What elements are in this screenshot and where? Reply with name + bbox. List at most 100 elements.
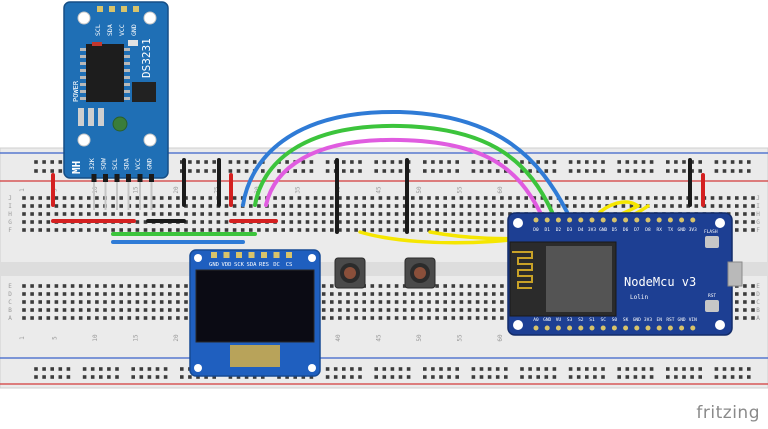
rail-hole [447, 160, 451, 164]
breadboard-hole [735, 300, 739, 304]
rail-hole [50, 169, 54, 173]
row-letter: F [8, 227, 12, 234]
breadboard-hole [159, 228, 164, 232]
breadboard-hole [111, 308, 115, 312]
chip-label: DS3231 [140, 38, 153, 78]
breadboard-hole [411, 300, 415, 304]
breadboard-hole [103, 292, 107, 296]
breadboard-hole [475, 228, 480, 232]
breadboard-hole [378, 300, 383, 304]
nodemcu-pin [555, 217, 561, 223]
breadboard-hole [184, 212, 188, 216]
rail-hole [431, 375, 435, 379]
breadboard-hole [151, 292, 156, 296]
push-button-2[interactable] [404, 257, 436, 289]
breadboard-hole [743, 316, 747, 320]
rail-hole [625, 367, 630, 371]
rail-hole [641, 375, 646, 379]
nodemcu-pin [567, 325, 573, 331]
breadboard-hole [427, 212, 431, 216]
breadboard-hole [78, 284, 83, 288]
nodemcu-pin [589, 325, 595, 331]
rail-hole [374, 367, 378, 371]
rail-hole [674, 169, 678, 173]
breadboard-hole [281, 204, 285, 208]
breadboard-hole [321, 300, 326, 304]
rail-hole [131, 375, 135, 379]
rail-hole [82, 375, 87, 379]
rail-hole [180, 160, 184, 164]
rail-hole [747, 169, 751, 173]
breadboard-hole [378, 212, 383, 216]
breadboard-hole [30, 316, 34, 320]
breadboard-hole [411, 196, 415, 200]
breadboard-hole [176, 196, 180, 200]
breadboard-hole [103, 316, 107, 320]
breadboard-hole [686, 204, 690, 208]
rail-hole [455, 375, 459, 379]
rail-hole [576, 169, 581, 173]
breadboard-hole [159, 300, 164, 304]
breadboard-hole [459, 284, 464, 288]
breadboard-hole [95, 300, 99, 304]
breadboard-hole [459, 300, 464, 304]
nodemcu-top-pin-label: D0 [533, 227, 539, 233]
breadboard-hole [78, 196, 83, 200]
breadboard-hole [743, 284, 747, 288]
push-button-1[interactable] [334, 257, 366, 289]
rail-hole [625, 169, 630, 173]
breadboard-hole [475, 284, 480, 288]
breadboard-hole [613, 204, 618, 208]
breadboard-hole [30, 284, 34, 288]
breadboard-hole [135, 220, 140, 224]
rail-hole [188, 169, 192, 173]
breadboard-hole [370, 316, 375, 320]
breadboard-hole [451, 316, 456, 320]
breadboard-hole [119, 308, 123, 312]
rail-hole [674, 160, 678, 164]
header-pin [133, 6, 139, 12]
breadboard-hole [70, 196, 75, 200]
breadboard-hole [135, 204, 140, 208]
breadboard-hole [386, 204, 391, 208]
rst-button[interactable] [705, 300, 719, 312]
breadboard-hole [240, 212, 245, 216]
breadboard-hole [111, 228, 115, 232]
breadboard-hole [54, 212, 59, 216]
breadboard-hole [467, 300, 472, 304]
rail-hole [641, 160, 646, 164]
breadboard-hole [46, 284, 51, 288]
rail-hole [244, 160, 249, 164]
rail-hole [593, 169, 597, 173]
rail-hole [277, 169, 281, 173]
breadboard-hole [168, 292, 172, 296]
breadboard-hole [62, 316, 67, 320]
rail-hole [504, 375, 508, 379]
mount-hole [715, 218, 725, 228]
breadboard-hole [135, 292, 140, 296]
board-subtitle: Lolin [630, 294, 648, 301]
breadboard-hole [224, 220, 229, 224]
breadboard-hole [192, 204, 196, 208]
breadboard-hole [184, 220, 188, 224]
breadboard-hole [54, 308, 59, 312]
rail-hole [139, 367, 144, 371]
breadboard-hole [103, 228, 107, 232]
oled-ribbon [230, 345, 280, 367]
breadboard-hole [524, 196, 528, 200]
rail-hole [552, 169, 557, 173]
chip-leg [80, 69, 86, 72]
breadboard-hole [159, 316, 164, 320]
column-number: 5 [51, 336, 58, 340]
rail-hole [34, 169, 38, 173]
rail-hole [342, 375, 346, 379]
breadboard-hole [354, 228, 358, 232]
nodemcu-pin [623, 217, 629, 223]
column-number: 55 [456, 186, 463, 194]
rst-label: RST [708, 293, 716, 299]
rail-hole [423, 367, 427, 371]
breadboard-hole [435, 196, 439, 200]
flash-button[interactable] [705, 236, 719, 248]
breadboard-hole [224, 204, 229, 208]
